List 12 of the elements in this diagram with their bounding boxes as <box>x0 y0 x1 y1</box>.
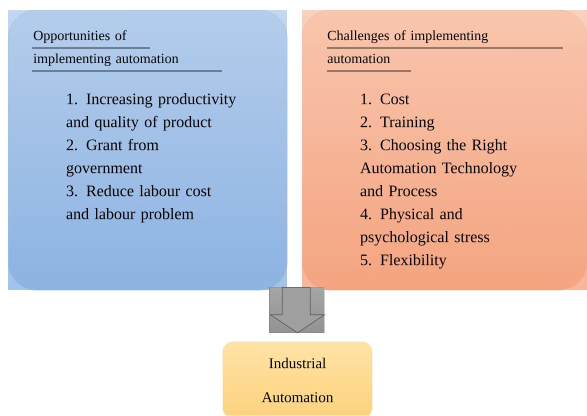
block-arrow <box>269 287 326 334</box>
list-item: 2. Training <box>360 116 434 131</box>
heading: Challenges of implementing automation <box>328 30 488 64</box>
list-item: 1. Cost <box>361 94 410 104</box>
list-item: 2. Grant from government <box>66 138 159 177</box>
result-box: Industrial Automation <box>222 342 372 416</box>
list-item: 3. Reduce labour cost and labour problem <box>66 185 212 222</box>
list-item: 4. Physical and psychological stress <box>360 208 490 246</box>
list-item: 1. Increasing productivity and quality of product <box>66 93 236 131</box>
heading: Opportunities of implementing automation <box>34 30 178 66</box>
list-item: 3. Choosing the Right Automation Technology and Process <box>360 139 518 196</box>
list-item: 5. Flexibility <box>360 254 447 269</box>
